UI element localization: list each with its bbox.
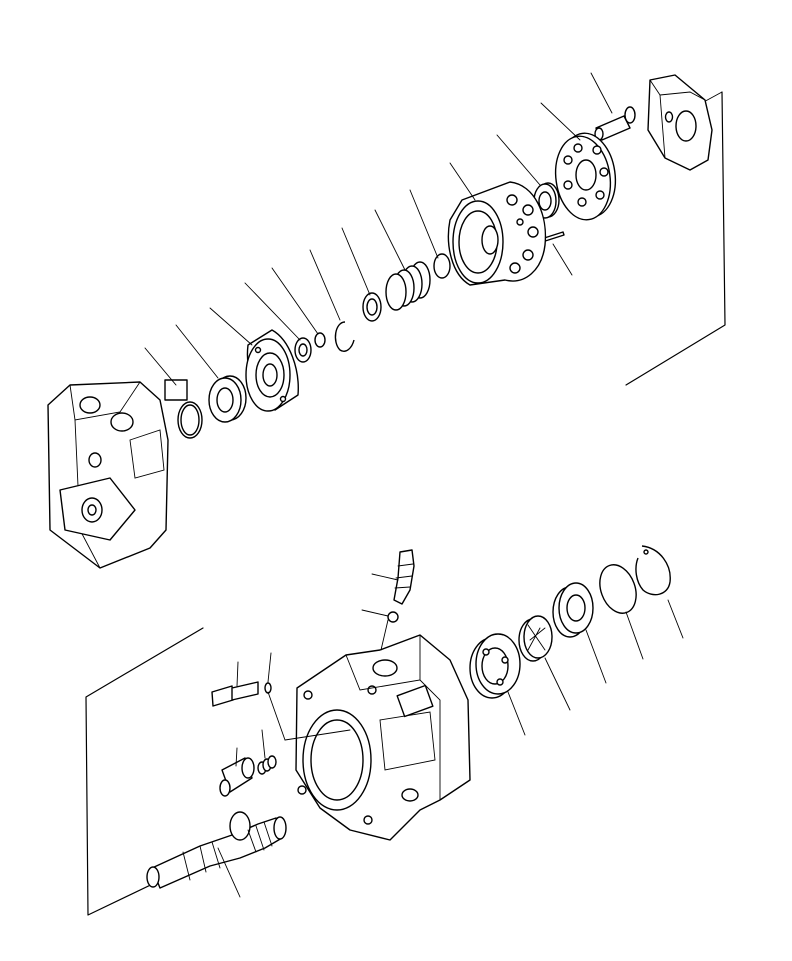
- lower-bracket-line: [85, 627, 204, 916]
- valve-plate: [554, 132, 617, 221]
- lower-assembly: [85, 545, 684, 916]
- roller-bearing-lower: [469, 633, 521, 699]
- lower-leader-lines: [217, 573, 684, 898]
- snap-ring-hole: [643, 549, 649, 555]
- pump-housing: [295, 634, 471, 841]
- snap-ring-lower: [635, 545, 671, 596]
- swash-plate: [245, 329, 299, 412]
- upper-assembly: [47, 72, 726, 569]
- retainer: [362, 292, 382, 322]
- spring: [385, 261, 431, 311]
- roller-bearing-upper: [208, 375, 247, 423]
- pin: [594, 106, 636, 141]
- small-spring: [264, 682, 272, 694]
- spline-shaft: [146, 811, 287, 889]
- upper-leader-lines: [144, 72, 613, 386]
- bolt: [211, 681, 259, 707]
- upper-bracket-line: [625, 91, 726, 386]
- spring-2: [257, 755, 277, 775]
- bearing: [533, 182, 560, 219]
- seal: [294, 337, 312, 363]
- ball: [387, 611, 399, 623]
- end-cover: [647, 74, 713, 171]
- bearing-cage: [518, 615, 553, 662]
- pump-body: [47, 381, 169, 569]
- snap-ring-c: [334, 321, 355, 352]
- o-ring-lower: [599, 564, 637, 614]
- oil-seal: [552, 582, 594, 638]
- fitting: [393, 549, 415, 605]
- snap-ring: [433, 253, 451, 279]
- o-ring-upper: [164, 379, 203, 439]
- plug: [219, 757, 255, 797]
- small-ring: [314, 332, 326, 348]
- cylinder-block: [447, 181, 547, 286]
